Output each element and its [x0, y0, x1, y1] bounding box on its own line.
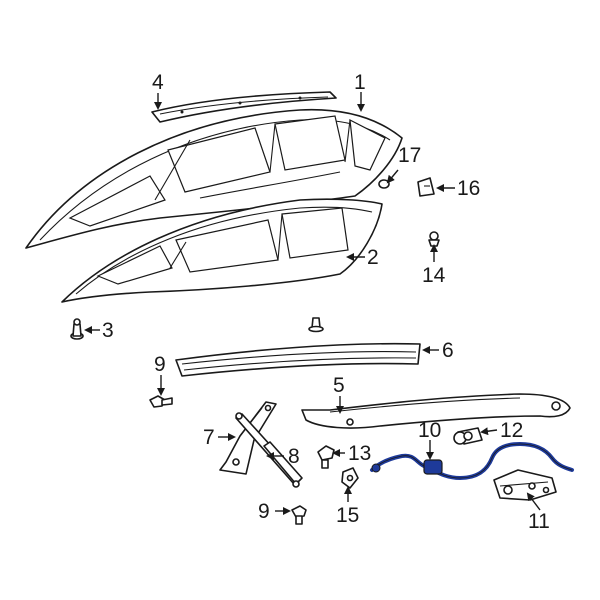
part-16-bracket	[417, 177, 435, 197]
part-9-bolt-lower	[291, 505, 307, 525]
part-7-hinge	[219, 401, 277, 475]
part-13-stud	[317, 445, 335, 469]
part-17-bumper	[378, 179, 390, 189]
stud-fastener	[308, 317, 324, 333]
part-6-cowl-seal	[175, 342, 421, 377]
part-9-bolt-upper	[149, 395, 173, 408]
part-11-latch	[493, 469, 557, 501]
callout-12: 12	[500, 419, 523, 442]
callout-4: 4	[152, 71, 164, 94]
callout-2: 2	[367, 246, 379, 269]
callout-labels: 1 2 3 4 5 6 7 8 9 9 10 11 12 13 14 15 16…	[102, 71, 550, 533]
callout-11: 11	[528, 510, 550, 533]
part-1-hood	[25, 108, 403, 249]
callout-7: 7	[203, 426, 215, 449]
callout-leaders	[84, 92, 541, 515]
part-14-bumper-stop	[428, 231, 440, 247]
part-12-release-handle	[453, 427, 483, 445]
part-2-inner-panel	[61, 198, 383, 303]
callout-9-lower: 9	[258, 500, 270, 523]
part-5-support-rail	[301, 393, 571, 429]
part-3-push-pin	[70, 318, 84, 340]
callout-15: 15	[336, 504, 359, 527]
callout-1: 1	[354, 71, 366, 94]
callout-3: 3	[102, 319, 114, 342]
callout-9-upper: 9	[154, 353, 166, 376]
callout-17: 17	[398, 144, 421, 167]
part-15-clip	[341, 467, 359, 489]
callout-8: 8	[288, 445, 300, 468]
callout-16: 16	[457, 177, 480, 200]
part-4-weatherstrip	[151, 91, 337, 123]
callout-6: 6	[442, 339, 454, 362]
part-10-release-cable	[370, 442, 574, 480]
callout-14: 14	[422, 264, 446, 287]
callout-10: 10	[418, 419, 441, 442]
callout-13: 13	[348, 442, 371, 465]
callout-5: 5	[333, 374, 345, 397]
